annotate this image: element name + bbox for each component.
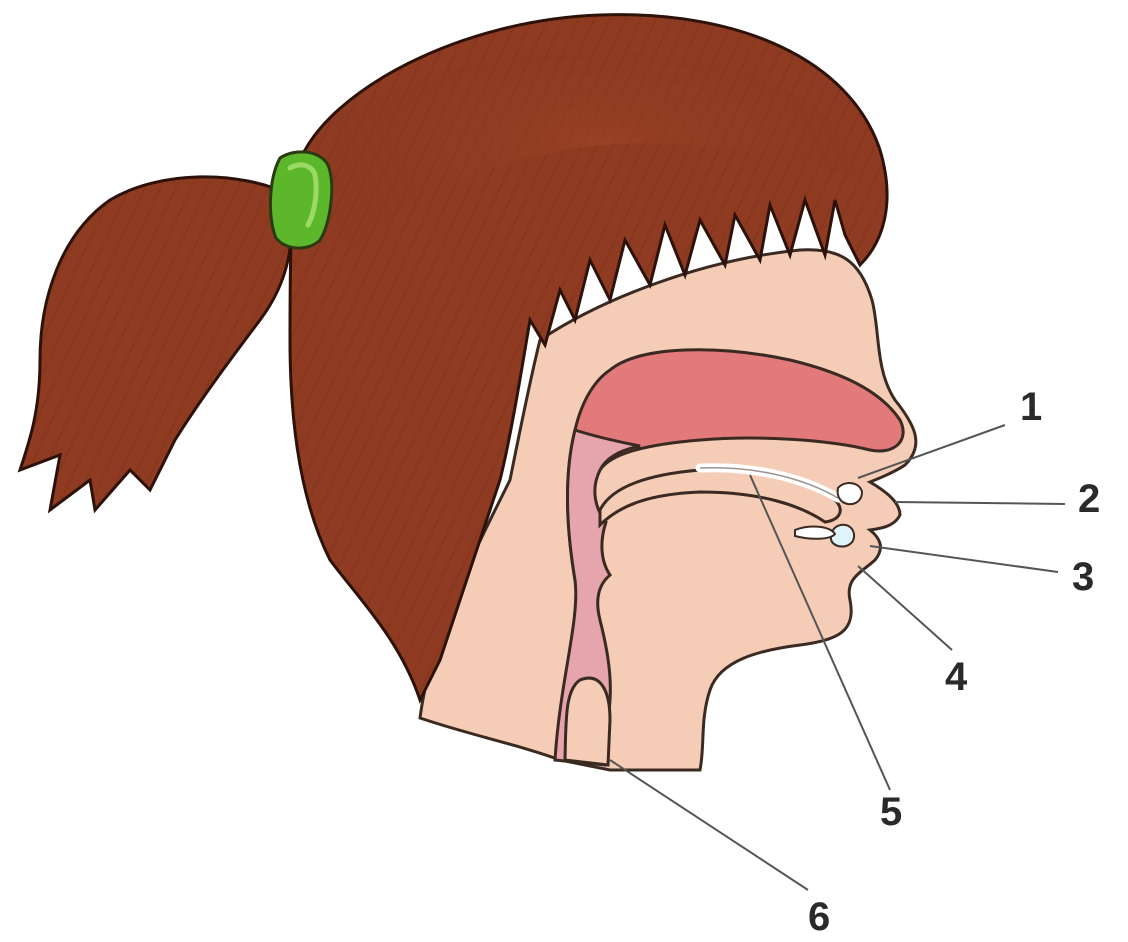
tongue-tip [795, 527, 835, 539]
callout-1: 1 [1020, 385, 1042, 429]
callout-5: 5 [880, 790, 902, 834]
callout-4: 4 [945, 655, 968, 699]
callout-3: 3 [1072, 555, 1094, 599]
ponytail [20, 177, 292, 510]
leader-line-6 [610, 760, 808, 890]
upper-teeth [838, 483, 862, 504]
callout-2: 2 [1078, 477, 1100, 521]
leader-line-2 [895, 502, 1065, 504]
leader-line-4 [858, 566, 952, 650]
windpipe [565, 678, 610, 765]
leader-line-3 [870, 546, 1058, 572]
callout-6: 6 [808, 895, 830, 939]
